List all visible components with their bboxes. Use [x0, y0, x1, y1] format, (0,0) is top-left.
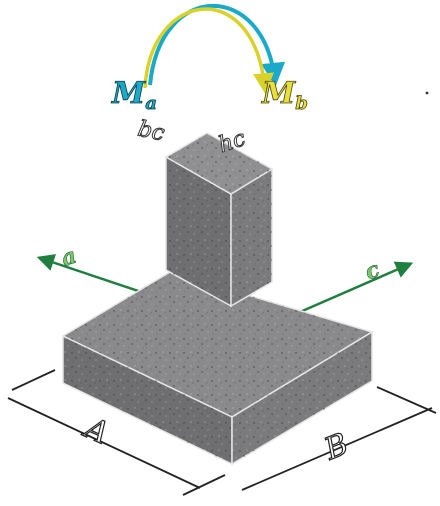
moment-right-symbol: M	[261, 76, 296, 111]
moment-right-subscript: b	[295, 93, 308, 114]
axis-arrow-right	[299, 261, 414, 314]
dimension-line-A	[7, 369, 226, 496]
moment-label-right: Mb	[261, 76, 308, 114]
base-dim-B: B	[319, 427, 353, 468]
moment-arc-cyan	[148, 3, 286, 87]
marker-dot	[425, 91, 429, 95]
footing-base	[61, 271, 374, 466]
moment-left-subscript: a	[145, 93, 157, 114]
column-dim-left: bc	[136, 117, 167, 147]
moment-arc-yellow	[143, 7, 274, 95]
axis-label-right: c	[362, 256, 384, 285]
dimension-line-B	[241, 386, 437, 491]
moment-arcs	[143, 3, 286, 95]
moment-left-symbol: M	[111, 76, 146, 111]
footing-column	[164, 132, 274, 308]
axis-label-left: a	[58, 243, 80, 272]
moment-label-left: Ma	[111, 76, 157, 114]
